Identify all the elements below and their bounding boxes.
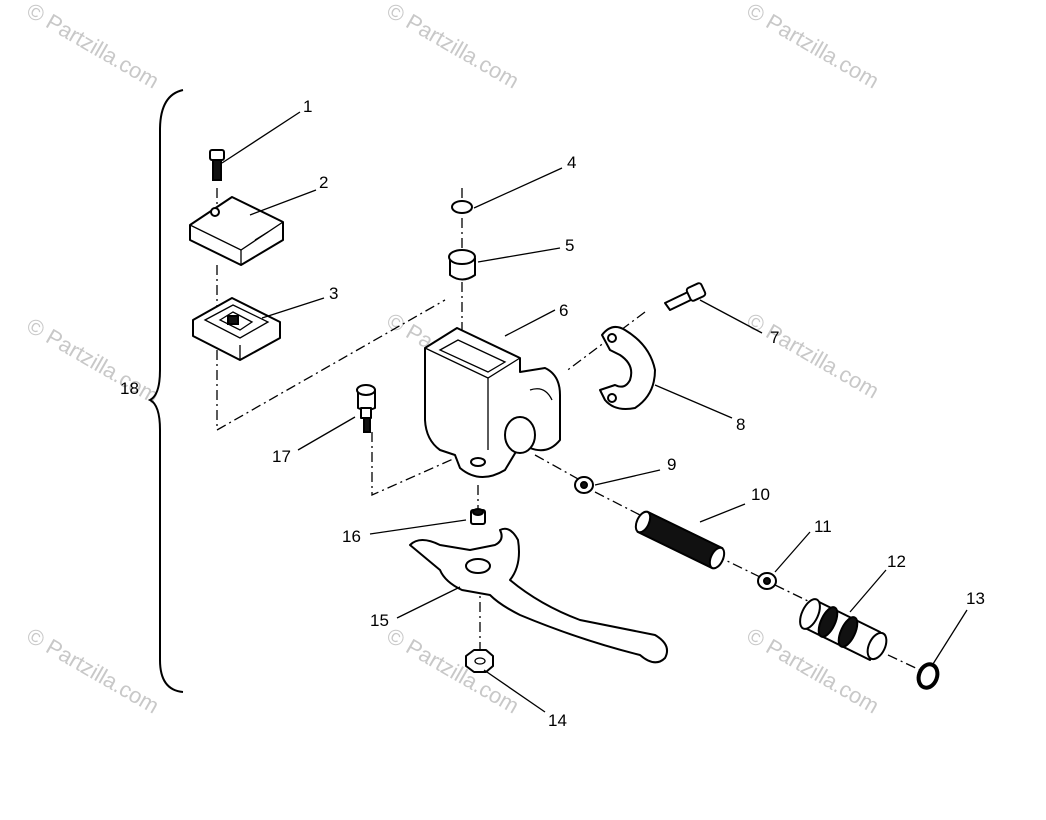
callout-15: 15	[370, 611, 389, 630]
part-13-o-ring	[916, 662, 940, 690]
watermark: © Partzilla.com	[23, 0, 164, 93]
part-4-washer	[451, 200, 473, 214]
watermark: © Partzilla.com	[743, 0, 884, 93]
callout-labels: 1 2 3 4 5 6 7 8 9 10 11 12 13 14 15 16 1…	[120, 97, 985, 730]
watermark: © Partzilla.com	[383, 0, 524, 93]
callout-3: 3	[329, 284, 338, 303]
part-15-lever	[409, 527, 668, 664]
center-lines	[216, 188, 921, 671]
part-5-collar	[448, 249, 476, 281]
callout-6: 6	[559, 301, 568, 320]
callout-7: 7	[770, 328, 779, 347]
part-11-washer	[757, 572, 777, 590]
callout-9: 9	[667, 455, 676, 474]
part-16-bushing	[470, 508, 486, 525]
part-1-screw	[209, 149, 225, 181]
part-6-master-cylinder	[424, 327, 561, 478]
callout-5: 5	[565, 236, 574, 255]
watermark: © Partzilla.com	[383, 623, 524, 719]
callout-17: 17	[272, 447, 291, 466]
callout-11: 11	[814, 517, 832, 536]
part-3-diaphragm	[192, 297, 281, 361]
watermark: © Partzilla.com	[23, 313, 164, 409]
part-8-clamp	[599, 325, 656, 410]
callout-18: 18	[120, 379, 139, 398]
assembly-bracket	[147, 89, 184, 693]
part-9-washer	[574, 476, 594, 494]
callout-14: 14	[548, 711, 567, 730]
part-10-spring	[634, 510, 726, 570]
callout-4: 4	[567, 153, 576, 172]
part-17-pivot-bolt	[356, 384, 376, 433]
part-2-cover	[189, 196, 284, 266]
callout-16: 16	[342, 527, 361, 546]
part-7-bolt	[664, 282, 707, 311]
callout-10: 10	[751, 485, 770, 504]
callout-12: 12	[887, 552, 906, 571]
callout-13: 13	[966, 589, 985, 608]
watermark: © Partzilla.com	[23, 623, 164, 719]
part-14-nut	[465, 649, 494, 673]
part-12-piston	[799, 598, 888, 661]
callout-8: 8	[736, 415, 745, 434]
callout-1: 1	[303, 97, 312, 116]
callout-2: 2	[319, 173, 328, 192]
watermark: © Partzilla.com	[743, 308, 884, 404]
leader-lines	[221, 111, 968, 713]
